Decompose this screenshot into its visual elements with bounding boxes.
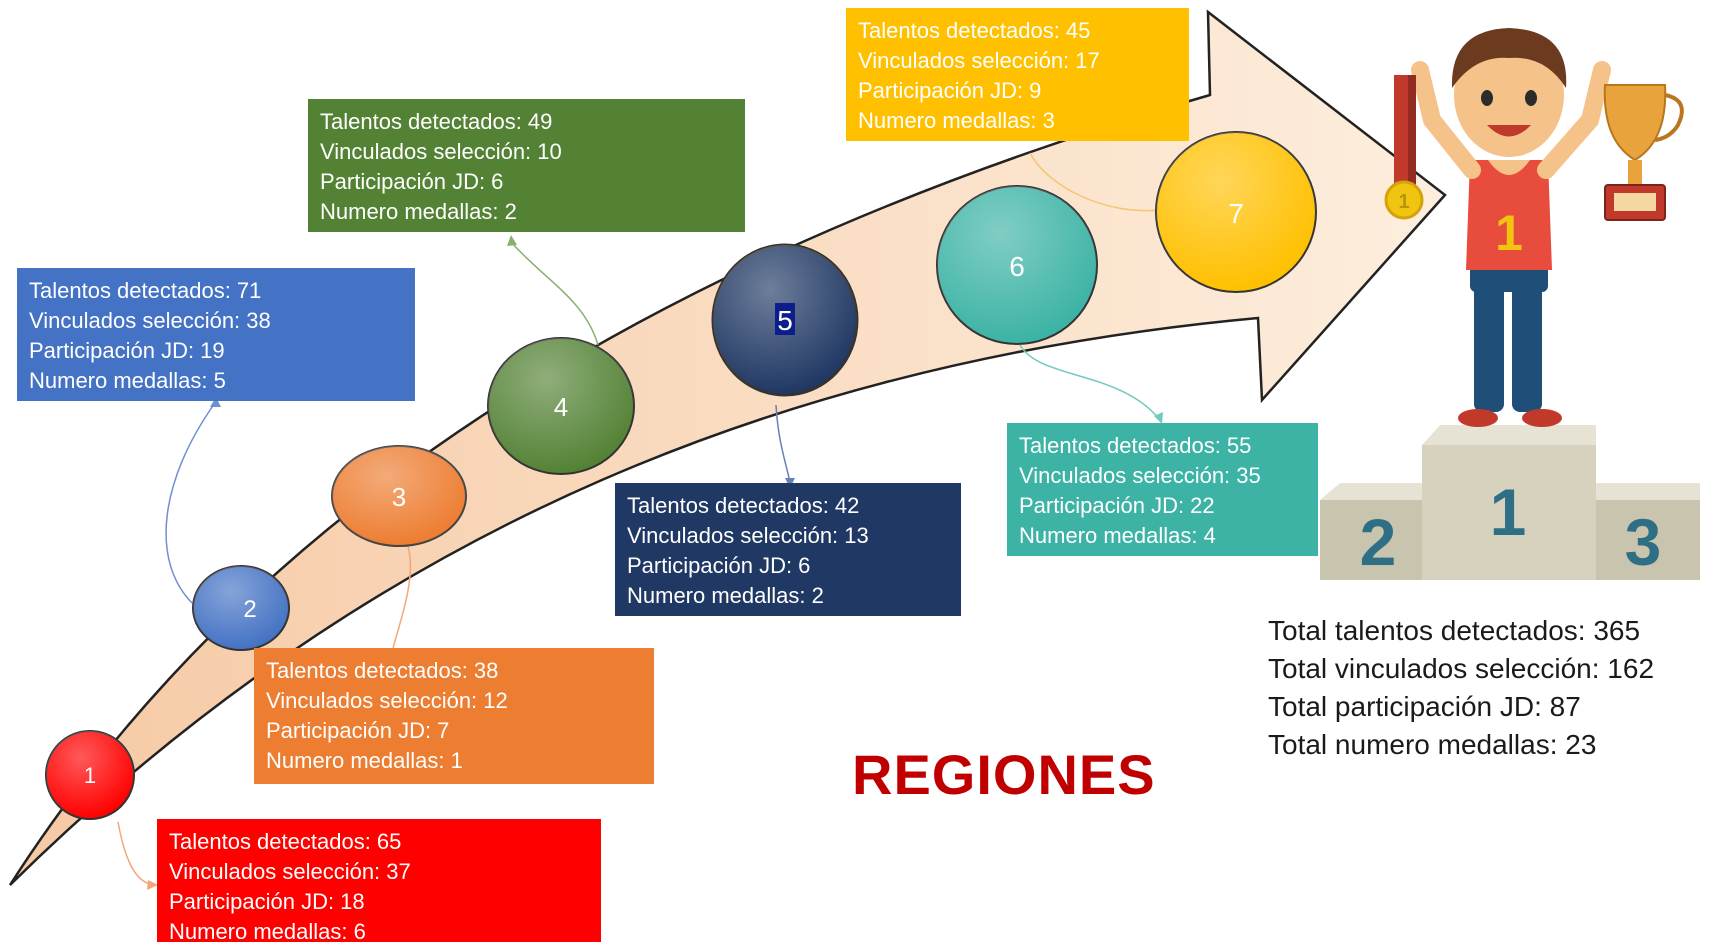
connector-1	[117, 821, 151, 885]
vinculados-seleccion-text: Vinculados selección: 10	[320, 139, 562, 164]
talentos-detectados-text: Talentos detectados: 38	[266, 658, 499, 683]
participacion-jd-text: Participación JD: 19	[29, 338, 225, 363]
connector-7	[1029, 152, 1159, 212]
circle-4: 4	[487, 337, 635, 475]
participacion-jd-text: Participación JD: 6	[627, 553, 811, 578]
connector-4	[511, 242, 599, 346]
medal-icon: 1	[1384, 75, 1424, 220]
region-box-5: Talentos detectados: 42 Vinculados selec…	[615, 483, 961, 616]
numero-medallas-text: Numero medallas: 2	[627, 583, 824, 608]
total-participacion-text: Total participación JD: 87	[1268, 691, 1581, 722]
numero-medallas-text: Numero medallas: 1	[266, 748, 463, 773]
circle-4-number: 4	[554, 392, 568, 422]
region-box-7: Talentos detectados: 45 Vinculados selec…	[846, 8, 1189, 141]
connectors	[117, 152, 1161, 885]
circle-7-number: 7	[1228, 198, 1244, 229]
talentos-detectados-text: Talentos detectados: 71	[29, 278, 262, 303]
totals-summary: Total talentos detectados: 365 Total vin…	[1268, 612, 1654, 764]
page-title: REGIONES	[852, 743, 1156, 806]
vinculados-seleccion-text: Vinculados selección: 35	[1019, 463, 1261, 488]
numero-medallas-text: Numero medallas: 6	[169, 919, 366, 942]
numero-medallas-text: Numero medallas: 3	[858, 108, 1055, 133]
vinculados-seleccion-text: Vinculados selección: 37	[169, 859, 411, 884]
numero-medallas-text: Numero medallas: 5	[29, 368, 226, 393]
region-box-1: Talentos detectados: 65 Vinculados selec…	[157, 819, 601, 942]
talentos-detectados-text: Talentos detectados: 42	[627, 493, 860, 518]
circle-6-number: 6	[1009, 251, 1025, 282]
podium-third-label: 3	[1625, 505, 1662, 579]
circle-2-number: 2	[243, 596, 256, 623]
participacion-jd-text: Participación JD: 18	[169, 889, 365, 914]
connector-3	[391, 537, 412, 653]
vinculados-seleccion-text: Vinculados selección: 17	[858, 48, 1100, 73]
medal-number: 1	[1398, 191, 1409, 213]
trophy-icon	[1603, 84, 1684, 221]
circle-1: 1	[45, 730, 135, 820]
talentos-detectados-text: Talentos detectados: 49	[320, 109, 553, 134]
talentos-detectados-text: Talentos detectados: 55	[1019, 433, 1252, 458]
talentos-detectados-text: Talentos detectados: 45	[858, 18, 1091, 43]
region-box-2: Talentos detectados: 71 Vinculados selec…	[17, 268, 415, 401]
numero-medallas-text: Numero medallas: 4	[1019, 523, 1216, 548]
connector-6	[1019, 344, 1161, 421]
participacion-jd-text: Participación JD: 22	[1019, 493, 1215, 518]
numero-medallas-text: Numero medallas: 2	[320, 199, 517, 224]
podium-second-label: 2	[1360, 505, 1397, 579]
arrowhead-6	[1154, 412, 1163, 424]
circle-3-number: 3	[392, 482, 406, 512]
circle-1-number: 1	[84, 763, 96, 788]
vinculados-seleccion-text: Vinculados selección: 38	[29, 308, 271, 333]
total-talentos-text: Total talentos detectados: 365	[1268, 615, 1641, 646]
circle-2: 2	[192, 565, 290, 651]
podium-first-label: 1	[1490, 475, 1527, 549]
vinculados-seleccion-text: Vinculados selección: 13	[627, 523, 869, 548]
arrowhead-2	[210, 397, 221, 407]
talentos-detectados-text: Talentos detectados: 65	[169, 829, 402, 854]
vinculados-seleccion-text: Vinculados selección: 12	[266, 688, 508, 713]
circle-7: 7	[1155, 131, 1317, 293]
connector-2	[165, 402, 216, 604]
total-medallas-text: Total numero medallas: 23	[1268, 729, 1597, 760]
region-box-6: Talentos detectados: 55 Vinculados selec…	[1007, 423, 1318, 556]
athlete-winner-icon: 1	[1411, 28, 1611, 427]
podium-icon: 1 2 3	[1320, 425, 1700, 580]
circle-5-number: 5	[777, 305, 793, 336]
circle-5: 5	[711, 243, 859, 397]
circle-3: 3	[331, 445, 467, 547]
athlete-shirt-number: 1	[1495, 205, 1523, 261]
region-box-4: Talentos detectados: 49 Vinculados selec…	[308, 99, 745, 232]
participacion-jd-text: Participación JD: 6	[320, 169, 504, 194]
arrowhead-4	[507, 235, 517, 246]
connector-5	[775, 404, 791, 483]
circle-6: 6	[936, 185, 1098, 345]
participacion-jd-text: Participación JD: 7	[266, 718, 450, 743]
total-vinculados-text: Total vinculados selección: 162	[1268, 653, 1655, 684]
region-box-3: Talentos detectados: 38 Vinculados selec…	[254, 648, 654, 784]
arrowhead-1	[147, 880, 158, 890]
participacion-jd-text: Participación JD: 9	[858, 78, 1042, 103]
